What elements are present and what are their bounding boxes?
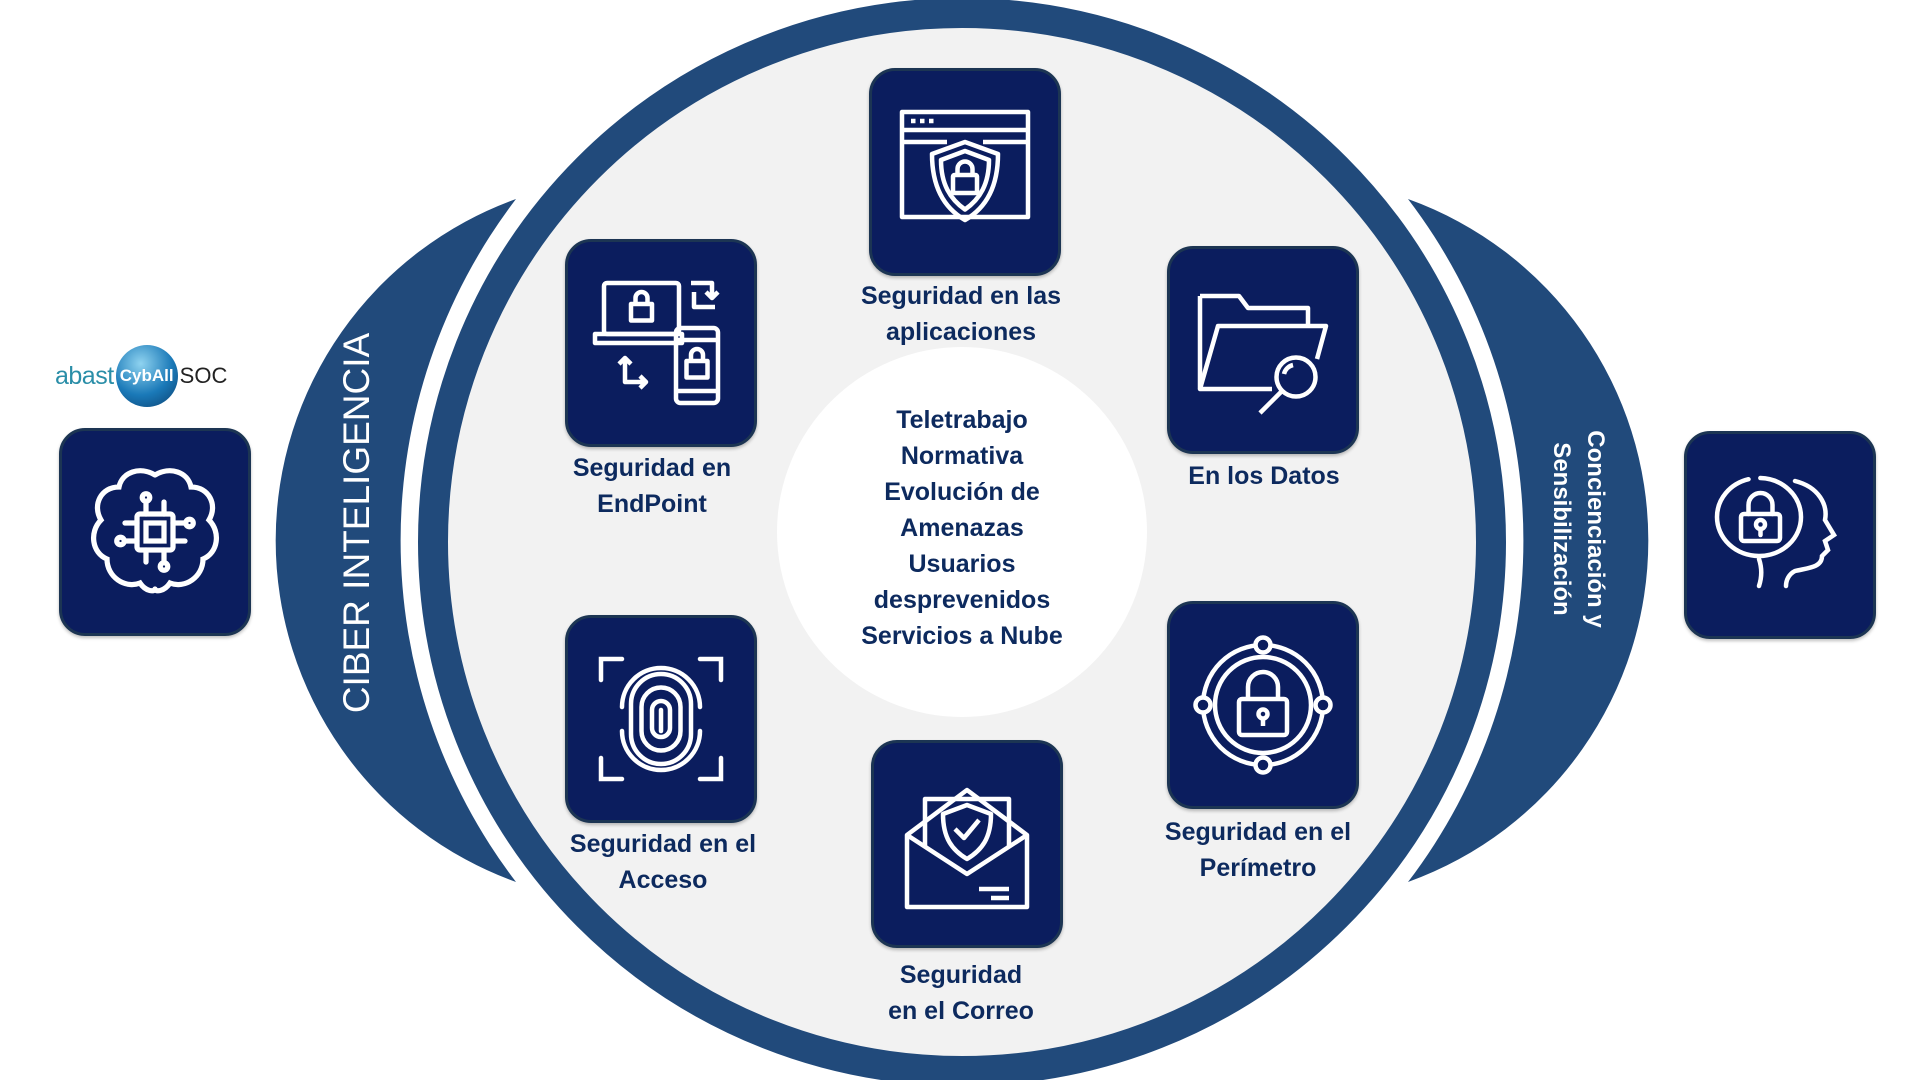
label-line: Seguridad en [572,454,732,482]
label-line: Acceso [618,866,708,894]
laptop-phone-lock-icon [592,280,721,406]
head-lock-tile [1684,431,1876,639]
logo-product: CybAll [119,366,174,385]
tile-correo [871,740,1063,948]
label-line: aplicaciones [885,318,1037,346]
center-line: Usuarios [908,550,1016,578]
brain-chip-icon [91,468,219,594]
center-line: Servicios a Nube [861,622,1063,650]
label-endpoint: Seguridad en EndPoint [522,450,782,522]
label-aplicaciones: Seguridad en las aplicaciones [831,278,1091,350]
network-lock-icon [1193,635,1333,775]
label-line: Perímetro [1199,854,1317,882]
tile-aplicaciones [869,68,1061,276]
center-line: Normativa [900,442,1024,470]
label-line: En los Datos [1188,462,1340,490]
label-line: Concienciación y [1582,430,1609,628]
label-line: Sensibilización [1548,442,1575,616]
label-line: Seguridad en las [860,282,1062,310]
label-line: Seguridad en el [1164,818,1352,846]
center-line: Evolución de [884,478,1040,506]
label-perimetro: Seguridad en el Perímetro [1128,814,1388,886]
logo-sphere: CybAll [115,345,178,407]
left-crescent-band [275,199,516,882]
tile-datos [1167,246,1359,454]
center-line: Amenazas [900,514,1024,542]
right-crescent-band [1408,199,1649,882]
abast-cyball-soc-logo: abast CybAll SOC [55,345,250,407]
logo-suffix: SOC [179,363,228,388]
brain-chip-tile [59,428,251,636]
tile-endpoint [565,239,757,447]
fingerprint-icon [598,656,724,782]
head-lock-icon [1714,475,1838,589]
label-correo: Seguridad en el Correo [831,957,1091,1029]
label-line: Seguridad [899,961,1023,989]
logo-brand: abast [55,361,114,390]
concienciacion-label: Concienciación y Sensibilización [1544,430,1612,627]
email-shield-icon [904,787,1030,910]
label-line: Seguridad en el [569,830,757,858]
center-line: desprevenidos [873,586,1051,614]
label-acceso: Seguridad en el Acceso [533,826,793,898]
center-circle [777,347,1147,717]
label-datos: En los Datos [1134,458,1394,494]
browser-shield-icon [899,109,1031,223]
center-topics: Teletrabajo Normativa Evolución de Amena… [812,402,1112,654]
center-line: Teletrabajo [896,406,1028,434]
tile-acceso [565,615,757,823]
folder-search-icon [1197,293,1329,415]
tile-perimetro [1167,601,1359,809]
ciber-inteligencia-label: CIBER INTELIGENCIA [336,332,377,714]
label-line: en el Correo [888,997,1034,1025]
label-line: EndPoint [597,490,707,518]
